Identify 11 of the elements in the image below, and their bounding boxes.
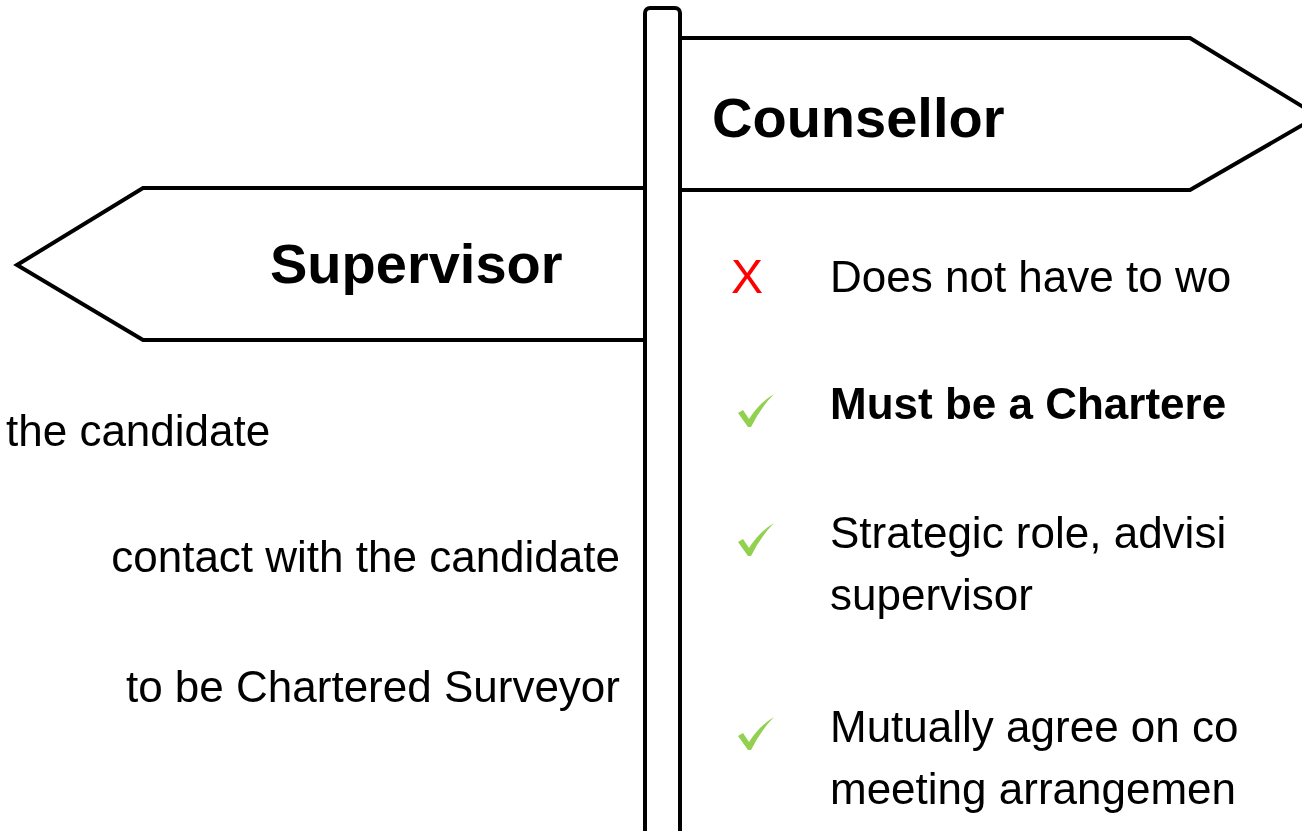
cross-mark: X [731,249,764,305]
signpost-pole [643,6,682,831]
requirement-text: the candidate [6,405,272,457]
requirement-text: Does not have to wo [830,251,1233,303]
requirement-text: Must be a Chartere [830,378,1228,430]
requirement-text: Mutually agree on co meeting arrangemen [830,701,1240,815]
requirement-text: contact with the candidate [110,531,620,583]
requirement-text: Strategic role, advisi supervisor [830,507,1228,621]
sign-title: Supervisor [270,232,563,296]
requirement-text: to be Chartered Surveyor [124,661,620,713]
sign-title: Counsellor [712,86,1005,150]
